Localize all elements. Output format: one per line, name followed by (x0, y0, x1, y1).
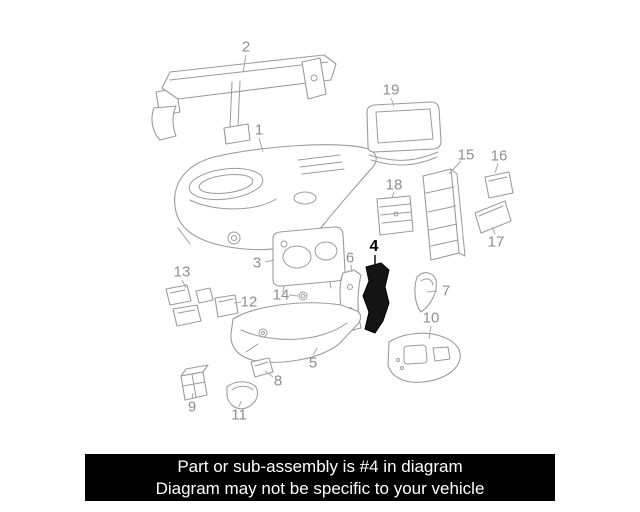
part-label-18[interactable]: 18 (385, 176, 403, 194)
part-label-19[interactable]: 19 (382, 81, 400, 99)
banner-line2: Diagram may not be specific to your vehi… (155, 479, 485, 498)
part-4-shape[interactable] (362, 262, 390, 334)
banner-line1: Part or sub-assembly is #4 in diagram (177, 457, 463, 476)
part-label-7[interactable]: 7 (441, 282, 451, 300)
part-16-art (484, 171, 514, 199)
part-label-9[interactable]: 9 (187, 398, 197, 416)
part-label-2[interactable]: 2 (241, 38, 251, 56)
part-17-art (474, 200, 512, 234)
part-label-11[interactable]: 11 (231, 406, 247, 424)
part-1-art (174, 144, 377, 251)
part-15-art (422, 168, 466, 261)
part-2-art (151, 54, 337, 145)
part-10-art (387, 332, 461, 383)
part-14-art (298, 291, 308, 301)
part-7-art (414, 272, 437, 313)
part-label-4[interactable]: 4 (369, 238, 379, 255)
part-label-3[interactable]: 3 (252, 254, 262, 272)
part-8-art (250, 357, 274, 378)
part-5-art (230, 302, 362, 363)
exploded-view-art (151, 54, 514, 410)
part-13-art (165, 284, 214, 327)
part-3-art (272, 226, 346, 293)
part-label-15[interactable]: 15 (457, 146, 475, 164)
part-9-art (180, 364, 209, 401)
part-label-10[interactable]: 10 (422, 309, 440, 327)
part-label-13[interactable]: 13 (173, 263, 191, 281)
part-label-14[interactable]: 14 (272, 286, 290, 304)
part-label-12[interactable]: 12 (240, 293, 258, 311)
part-label-17[interactable]: 17 (487, 233, 505, 251)
part-label-16[interactable]: 16 (490, 147, 508, 165)
part-label-6[interactable]: 6 (345, 249, 355, 267)
diagram-notice-banner: Part or sub-assembly is #4 in diagram Di… (85, 454, 555, 501)
part-12-art (214, 294, 239, 318)
part-19-art (366, 101, 442, 166)
part-18-art (376, 195, 414, 236)
part-label-8[interactable]: 8 (273, 372, 283, 390)
leader-lines (181, 54, 499, 408)
part-label-5[interactable]: 5 (308, 354, 318, 372)
part-11-art (226, 381, 259, 410)
part-label-1[interactable]: 1 (254, 121, 264, 139)
